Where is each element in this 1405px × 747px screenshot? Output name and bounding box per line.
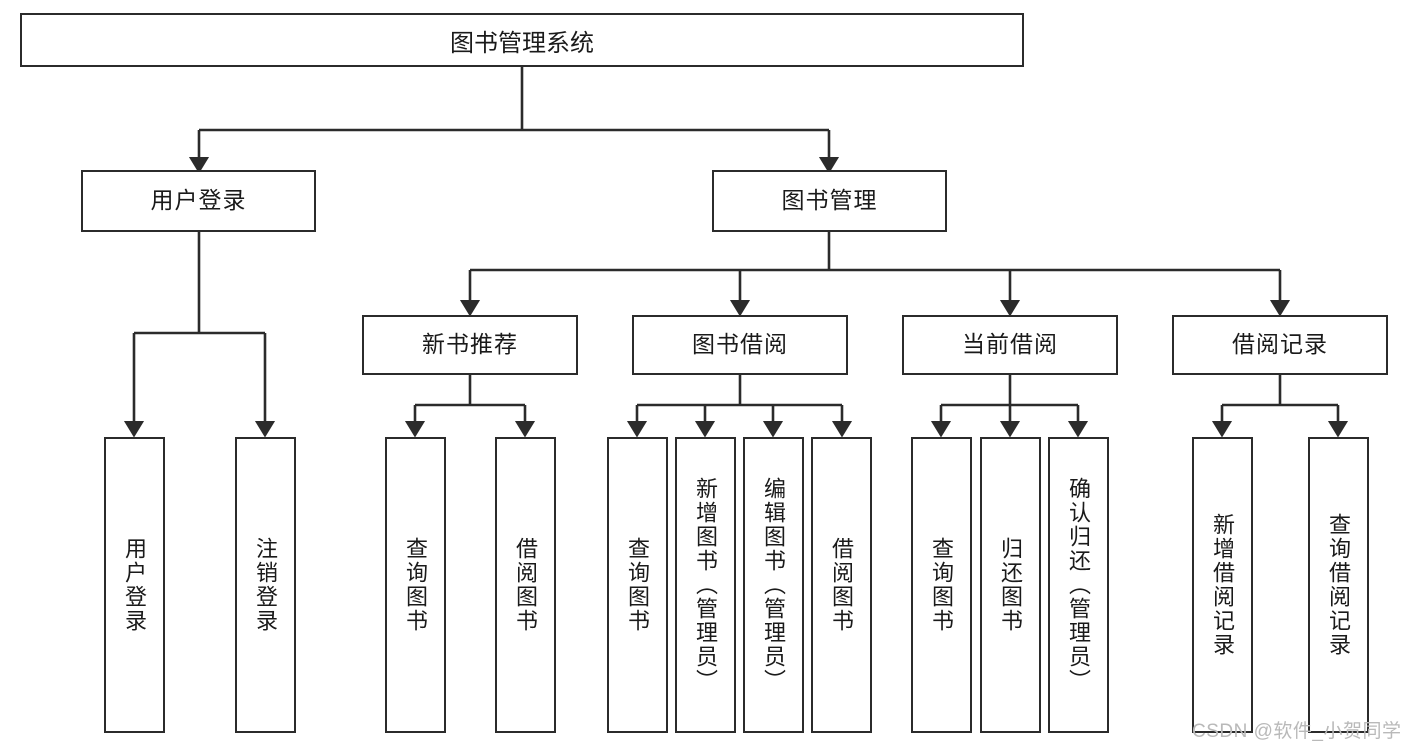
- node-book-management[interactable]: 图书管理: [712, 170, 947, 232]
- leaf-recommend-borrow-book[interactable]: 借阅图书: [495, 437, 556, 733]
- leaf-label: 注销登录: [253, 537, 279, 633]
- node-label: 新书推荐: [422, 331, 518, 358]
- leaf-label: 查询图书: [625, 537, 651, 633]
- node-current-borrow[interactable]: 当前借阅: [902, 315, 1118, 375]
- leaf-borrow-add-book-admin[interactable]: 新增图书（管理员）: [675, 437, 736, 733]
- leaf-label: 确认归还（管理员）: [1066, 477, 1092, 693]
- node-label: 借阅记录: [1232, 331, 1328, 358]
- node-label: 当前借阅: [962, 331, 1058, 358]
- node-borrow-record[interactable]: 借阅记录: [1172, 315, 1388, 375]
- leaf-current-confirm-return-admin[interactable]: 确认归还（管理员）: [1048, 437, 1109, 733]
- node-label: 图书借阅: [692, 331, 788, 358]
- leaf-record-query-borrow-record[interactable]: 查询借阅记录: [1308, 437, 1369, 733]
- leaf-user-login-signout[interactable]: 注销登录: [235, 437, 296, 733]
- leaf-label: 查询图书: [403, 537, 429, 633]
- node-user-login[interactable]: 用户登录: [81, 170, 316, 232]
- leaf-current-query-book[interactable]: 查询图书: [911, 437, 972, 733]
- leaf-user-login-signin[interactable]: 用户登录: [104, 437, 165, 733]
- leaf-borrow-edit-book-admin[interactable]: 编辑图书（管理员）: [743, 437, 804, 733]
- leaf-label: 借阅图书: [513, 537, 539, 633]
- leaf-recommend-query-book[interactable]: 查询图书: [385, 437, 446, 733]
- leaf-label: 归还图书: [998, 537, 1024, 633]
- leaf-record-add-borrow-record[interactable]: 新增借阅记录: [1192, 437, 1253, 733]
- leaf-label: 查询借阅记录: [1326, 513, 1352, 657]
- node-label: 用户登录: [150, 187, 247, 214]
- leaf-label: 新增图书（管理员）: [693, 477, 719, 693]
- leaf-label: 用户登录: [122, 537, 148, 633]
- leaf-label: 编辑图书（管理员）: [761, 477, 787, 693]
- leaf-borrow-borrow-book[interactable]: 借阅图书: [811, 437, 872, 733]
- node-label: 图书管理系统: [450, 29, 594, 57]
- node-label: 图书管理: [781, 187, 878, 214]
- leaf-label: 借阅图书: [829, 537, 855, 633]
- leaf-label: 查询图书: [929, 537, 955, 633]
- node-book-borrow[interactable]: 图书借阅: [632, 315, 848, 375]
- leaf-label: 新增借阅记录: [1210, 513, 1236, 657]
- leaf-borrow-query-book[interactable]: 查询图书: [607, 437, 668, 733]
- node-root-book-management-system[interactable]: 图书管理系统: [20, 13, 1024, 67]
- watermark: CSDN @软件_小贺同学: [1192, 721, 1402, 742]
- node-new-book-recommend[interactable]: 新书推荐: [362, 315, 578, 375]
- leaf-current-return-book[interactable]: 归还图书: [980, 437, 1041, 733]
